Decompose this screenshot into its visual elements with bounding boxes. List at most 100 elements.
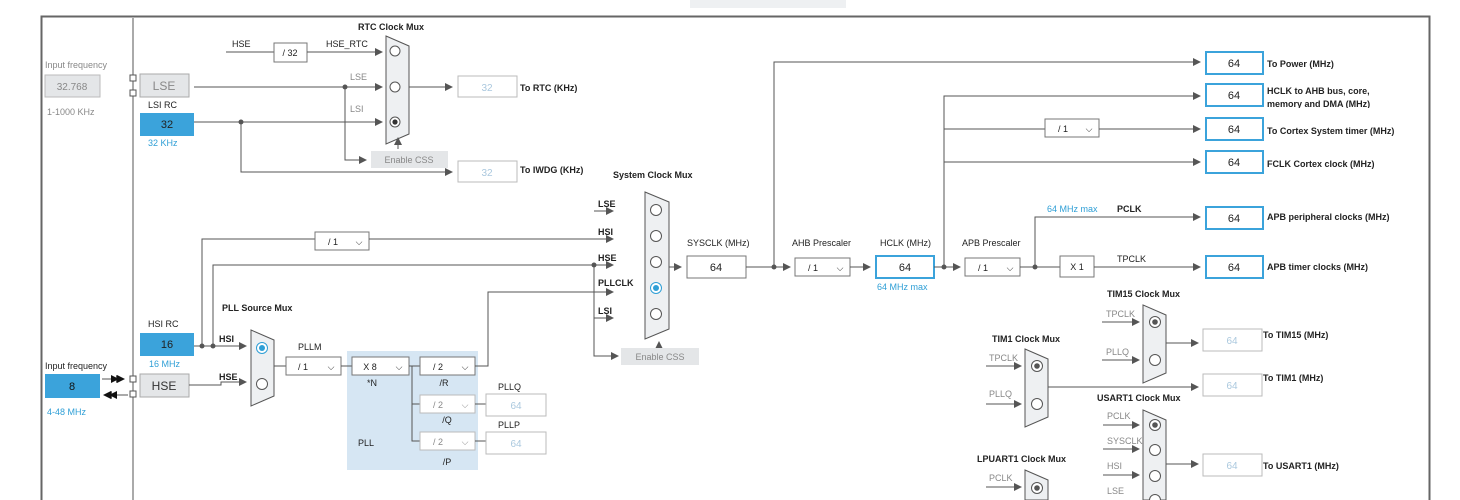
lsi-rc-box[interactable] xyxy=(140,113,194,136)
sysmux-title: System Clock Mux xyxy=(613,170,693,180)
lse-source-label: LSE xyxy=(153,79,176,93)
hse-input-field[interactable] xyxy=(45,374,100,398)
rtc-out-value: 32 xyxy=(481,83,493,94)
hse-pin-top xyxy=(129,375,137,383)
pllp-chevron-icon: ⌵ xyxy=(462,437,469,447)
tim15-opt-1-dot xyxy=(1152,319,1158,325)
rtc-mux-opt-lsi-dot xyxy=(392,119,398,125)
sysmux-hse-label: HSE xyxy=(598,253,617,263)
tim15-mux-title: TIM15 Clock Mux xyxy=(1107,289,1180,299)
apb-max: 64 MHz max xyxy=(1047,204,1098,214)
pllm-chevron-icon: ⌵ xyxy=(328,362,335,372)
rtc-hse-label: HSE xyxy=(232,39,251,49)
pllm-label: PLLM xyxy=(298,342,322,352)
hclk-max: 64 MHz max xyxy=(877,282,928,292)
apb-chevron-icon: ⌵ xyxy=(1007,263,1014,273)
iwdg-out-value: 32 xyxy=(481,168,493,179)
iwdg-line xyxy=(240,122,453,176)
apb-timer-out-field xyxy=(1205,255,1264,279)
sysmux-opt-hse[interactable] xyxy=(650,256,662,268)
usart1-in4-label: LSE xyxy=(1107,486,1124,496)
iwdg-out-field xyxy=(457,160,518,183)
sysmux-opt-hsi[interactable] xyxy=(650,230,662,242)
pll-source-mux xyxy=(250,329,275,407)
lsi-rc-label: LSI RC xyxy=(148,100,178,110)
pllclk-line xyxy=(475,288,614,367)
pll-src-opt-hse[interactable] xyxy=(256,378,268,390)
hse-pin-bottom xyxy=(129,390,137,398)
sysmux-hsi-label: HSI xyxy=(598,227,613,237)
usart1-opt-3[interactable] xyxy=(1149,470,1161,482)
tim1-opt-1-dot xyxy=(1034,363,1040,369)
usart1-out-label: To USART1 (MHz) xyxy=(1263,461,1339,471)
tim1-in1-label: TPCLK xyxy=(989,353,1018,363)
hse-to-sysmux-line xyxy=(212,261,614,346)
pllp-div-value: / 2 xyxy=(433,437,443,447)
tim1-mux-title: TIM1 Clock Mux xyxy=(992,334,1060,344)
tim15-in1-label: TPCLK xyxy=(1106,309,1135,319)
lse-input-value: 32.768 xyxy=(57,82,88,93)
diagram-frame xyxy=(40,15,1431,500)
lpuart1-opt-1-dot xyxy=(1034,485,1040,491)
lse-input-range: 1-1000 KHz xyxy=(47,107,95,117)
hsi-rc-value: 16 xyxy=(161,339,173,351)
pll-label: PLL xyxy=(358,438,374,448)
pclk-label: PCLK xyxy=(1117,204,1142,214)
hclk-out-label-2: memory and DMA (MHz) xyxy=(1267,99,1370,109)
pllp-div-label: /P xyxy=(443,457,452,467)
apb-prescaler-label: APB Prescaler xyxy=(962,238,1021,248)
usart1-opt-1-dot xyxy=(1152,422,1158,428)
lse-source-box[interactable] xyxy=(139,73,190,98)
apb-timer-out-label: APB timer clocks (MHz) xyxy=(1267,262,1368,272)
hsi-rc-unit: 16 MHz xyxy=(149,359,181,369)
pllm-value: / 1 xyxy=(298,362,308,372)
plln-value: X 8 xyxy=(363,362,377,372)
hse-input-label: Input frequency xyxy=(45,361,108,371)
pllq-div-label: /Q xyxy=(442,415,452,425)
usart1-opt-2[interactable] xyxy=(1149,444,1161,456)
to-power-line xyxy=(773,58,1201,267)
rtc-css-line xyxy=(344,87,367,164)
sysmux-lse-label: LSE xyxy=(598,199,616,209)
apb-periph-out-value: 64 xyxy=(1228,213,1240,225)
pllq-out-field xyxy=(485,393,547,417)
hse-source-label: HSE xyxy=(152,379,177,393)
header-strip xyxy=(690,0,846,8)
systimer-div-value: / 1 xyxy=(1058,124,1068,134)
pll-src-opt-hsi-dot xyxy=(259,345,265,351)
plln-chevron-icon: ⌵ xyxy=(396,362,403,372)
hclk-value: 64 xyxy=(899,262,911,274)
pll-source-mux-title: PLL Source Mux xyxy=(222,303,292,313)
hsi-rc-box[interactable] xyxy=(140,333,194,356)
sysclk-label: SYSCLK (MHz) xyxy=(687,238,750,248)
rtc-enable-css-button[interactable] xyxy=(371,151,448,168)
ahb-prescaler-label: AHB Prescaler xyxy=(792,238,851,248)
sysmux-opt-lse[interactable] xyxy=(650,204,662,216)
pllq-chevron-icon: ⌵ xyxy=(462,400,469,410)
rtc-mux-opt-lse[interactable] xyxy=(389,81,401,93)
hclk-out-value: 64 xyxy=(1228,90,1240,102)
lse-input-field[interactable] xyxy=(44,74,101,98)
pll-src-hsi-label: HSI xyxy=(219,334,234,344)
pllp-out-field xyxy=(485,431,547,455)
lsi-rc-unit: 32 KHz xyxy=(148,138,178,148)
tim15-opt-2[interactable] xyxy=(1149,354,1161,366)
rtc-div32-value: / 32 xyxy=(282,48,297,58)
lse-pin-top xyxy=(129,89,137,97)
apb-prescaler-value: / 1 xyxy=(978,263,988,273)
hsi-div-select[interactable] xyxy=(314,231,370,251)
usart1-out-field xyxy=(1202,453,1263,477)
sysmux-lsi-label: LSI xyxy=(598,306,612,316)
usart1-opt-4[interactable] xyxy=(1149,494,1161,500)
rtc-lsi-label: LSI xyxy=(350,104,364,114)
systimer-div-select[interactable] xyxy=(1044,118,1100,138)
sysmux-enable-css-button[interactable] xyxy=(621,348,699,365)
rtc-hse-rtc-label: HSE_RTC xyxy=(326,39,368,49)
lse-input-label: Input frequency xyxy=(45,60,108,70)
tim15-out-field xyxy=(1202,328,1263,352)
iwdg-out-label: To IWDG (KHz) xyxy=(520,165,583,175)
tim1-opt-2[interactable] xyxy=(1031,398,1043,410)
rtc-mux-opt-hse[interactable] xyxy=(389,45,401,57)
apb-periph-out-field xyxy=(1205,206,1264,230)
sysmux-opt-lsi[interactable] xyxy=(650,308,662,320)
